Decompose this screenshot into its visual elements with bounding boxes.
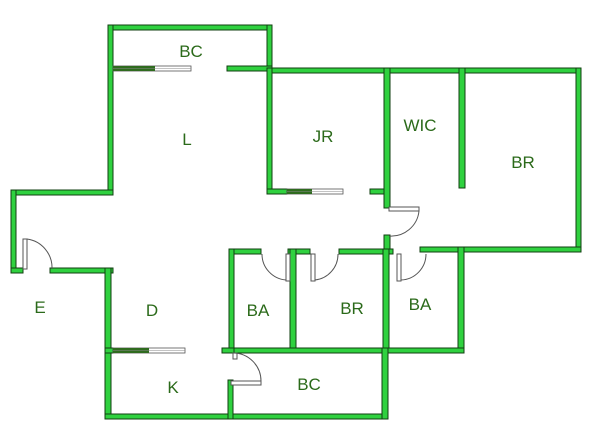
wall <box>289 248 297 353</box>
door-ba-left <box>261 253 291 282</box>
wall <box>221 347 235 354</box>
wall <box>227 379 234 420</box>
wall <box>107 24 273 31</box>
room-label-jr: JR <box>313 127 334 146</box>
wall <box>458 67 466 189</box>
room-label-wic: WIC <box>403 116 436 135</box>
window-top-bc <box>112 65 192 72</box>
room-label-dining: D <box>146 301 158 320</box>
doors <box>22 206 427 386</box>
wall <box>266 67 273 195</box>
wall <box>419 246 582 253</box>
room-label-entry: E <box>34 298 45 317</box>
room-labels: BC L JR WIC BR E D BA BR BA K BC <box>34 42 534 397</box>
room-label-bc-bottom: BC <box>297 375 321 394</box>
room-label-living: L <box>182 130 191 149</box>
room-label-ba-left: BA <box>247 301 270 320</box>
door-ba-right <box>396 253 427 282</box>
wall <box>338 248 394 255</box>
walls <box>10 24 582 420</box>
wall <box>10 189 114 196</box>
wall <box>10 189 17 274</box>
door-wic <box>388 206 420 237</box>
room-label-br-mid: BR <box>340 299 364 318</box>
room-label-ba-right: BA <box>409 295 432 314</box>
wall <box>49 267 114 274</box>
wall <box>228 248 235 352</box>
wall <box>10 267 24 274</box>
windows <box>112 65 344 354</box>
wall <box>266 67 581 74</box>
door-kitchen <box>230 352 262 386</box>
window-dining <box>112 347 186 354</box>
door-br-mid <box>310 253 339 282</box>
wall <box>381 347 389 420</box>
wall <box>104 347 114 354</box>
wall <box>228 347 465 354</box>
door-entry <box>22 238 53 270</box>
wall <box>575 67 582 253</box>
room-label-kitchen: K <box>167 378 179 397</box>
wall <box>104 413 388 420</box>
wall <box>287 248 311 255</box>
room-label-bc-top: BC <box>179 42 203 61</box>
room-label-br-main: BR <box>511 153 535 172</box>
wall <box>383 67 391 209</box>
wall <box>107 24 114 196</box>
wall <box>266 188 288 195</box>
wall <box>226 65 273 72</box>
wall <box>266 24 273 73</box>
wall <box>104 267 112 420</box>
wall <box>382 248 390 354</box>
window-jr <box>286 188 344 195</box>
wall <box>457 246 465 354</box>
